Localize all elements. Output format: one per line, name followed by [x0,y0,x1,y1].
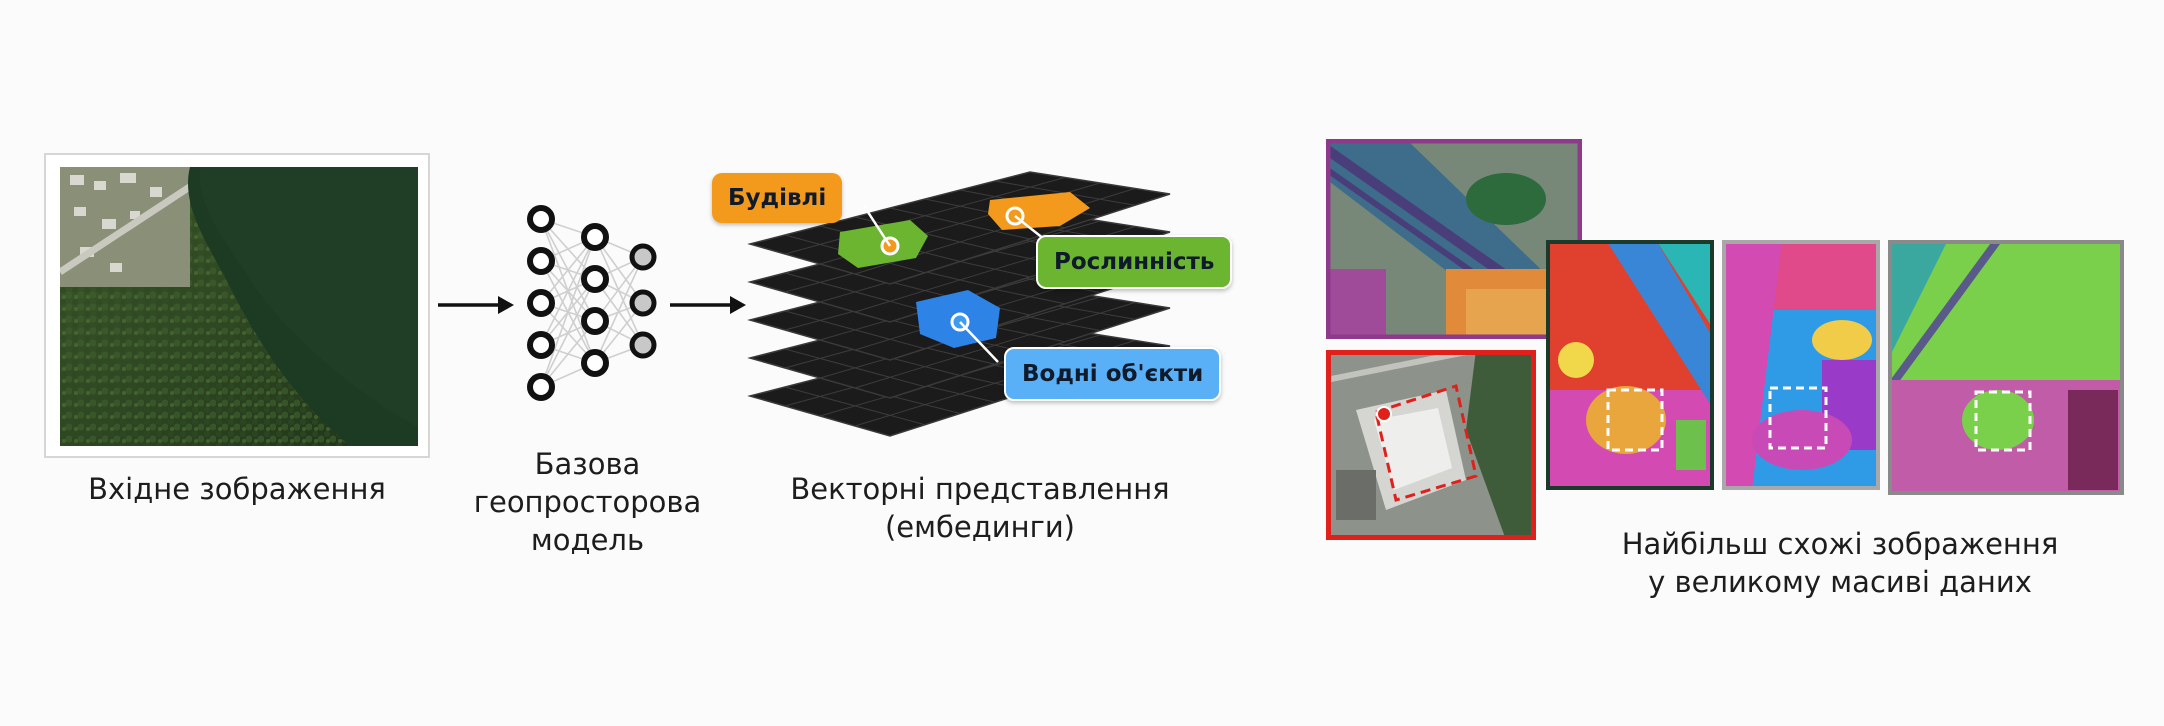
input-satellite-image [60,167,418,446]
results-caption-line2: у великому масиві даних [1648,565,2032,599]
network-node [527,247,555,275]
network-node [527,373,555,401]
similar-image-2 [1722,240,1880,490]
model-caption-line3: модель [530,523,645,557]
embeddings-caption: Векторні представлення (ембединги) [760,470,1200,546]
network-node [629,331,657,359]
network-node [527,205,555,233]
network-node [629,243,657,271]
network-node [581,349,609,377]
similar-image-3 [1888,240,2124,495]
results-caption-line1: Найбільш схожі зображення [1621,527,2059,561]
buildings-label: Будівлі [712,173,843,223]
model-caption: Базова геопросторова модель [455,445,720,559]
arrow-right-icon [670,296,746,314]
query-embedding-purple-image [1326,139,1582,339]
network-node [581,307,609,335]
network-node [527,289,555,317]
model-caption-line1: Базова [534,447,641,481]
network-node [581,265,609,293]
network-node [581,223,609,251]
network-node [527,331,555,359]
embeddings-caption-line1: Векторні представлення [790,472,1170,506]
network-node [629,289,657,317]
water-label: Водні об'єкти [1004,347,1222,401]
vegetation-label: Рослинність [1036,235,1233,289]
neural-network-icon [527,205,657,401]
model-caption-line2: геопросторова [473,485,702,519]
results-caption: Найбільш схожі зображення у великому мас… [1560,525,2120,601]
input-caption: Вхідне зображення [88,472,386,506]
embeddings-caption-line2: (ембединги) [884,510,1075,544]
similar-image-1 [1546,240,1714,490]
query-rgb-image [1326,350,1536,540]
arrow-right-icon [438,296,514,314]
